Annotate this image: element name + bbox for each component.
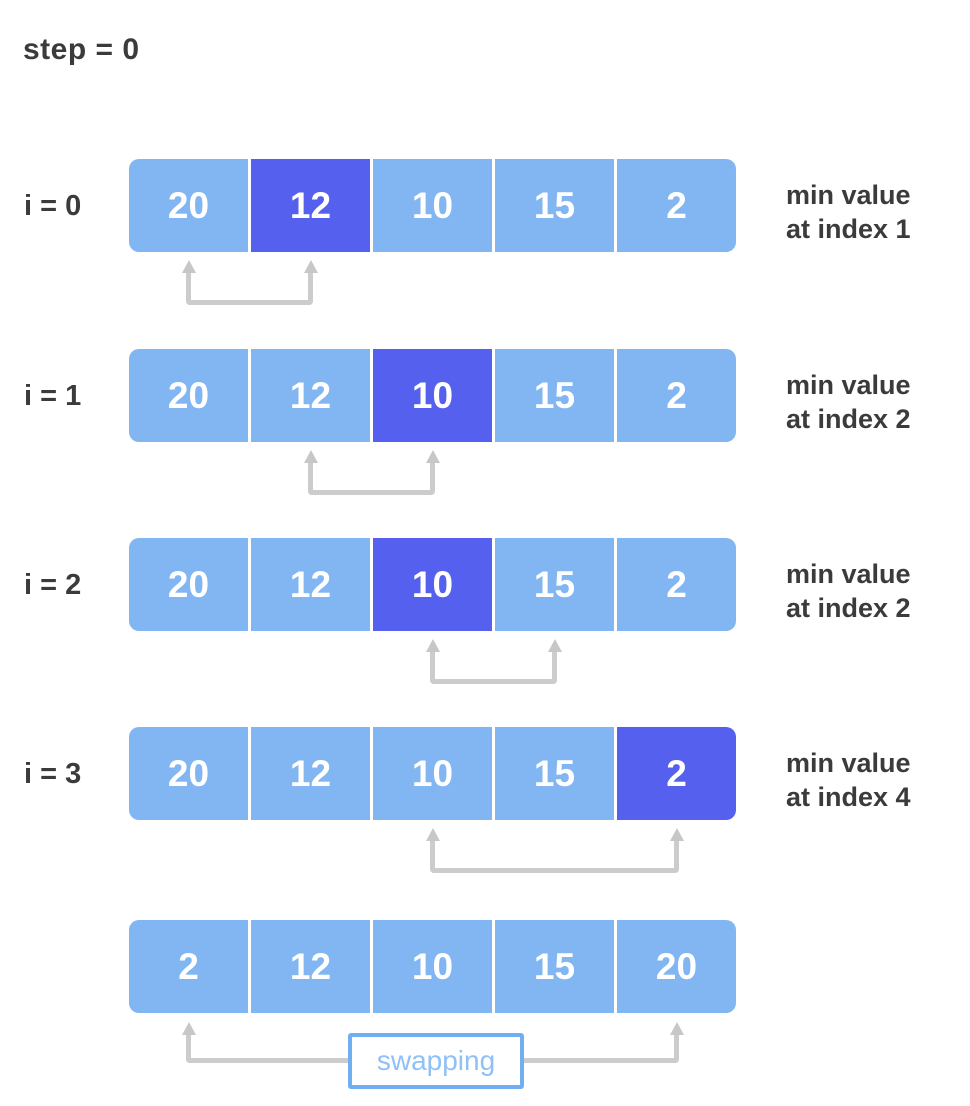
- array-cell: 20: [129, 159, 248, 252]
- arrow-up-icon: [669, 1022, 684, 1035]
- array-row-i0: 20 12 10 15 2: [129, 159, 736, 252]
- note-line: at index 2: [786, 593, 911, 623]
- array-cell: 15: [495, 159, 614, 252]
- note-line: min value: [786, 748, 911, 778]
- array-cell: 2: [617, 727, 736, 820]
- compare-arrow: [303, 450, 440, 495]
- array-cell: 12: [251, 727, 370, 820]
- min-value-note-i1: min value at index 2: [786, 368, 911, 436]
- swapping-label-box: swapping: [348, 1033, 524, 1089]
- row-label-i3: i = 3: [24, 758, 82, 790]
- note-line: at index 2: [786, 404, 911, 434]
- array-cell: 12: [251, 920, 370, 1013]
- arrow-up-icon: [303, 260, 318, 273]
- array-cell: 12: [251, 159, 370, 252]
- arrow-up-icon: [303, 450, 318, 463]
- array-row-i1: 20 12 10 15 2: [129, 349, 736, 442]
- array-cell: 15: [495, 920, 614, 1013]
- array-row-i2: 20 12 10 15 2: [129, 538, 736, 631]
- array-cell: 2: [129, 920, 248, 1013]
- row-label-i2: i = 2: [24, 569, 82, 601]
- arrow-up-icon: [181, 1022, 196, 1035]
- note-line: at index 1: [786, 214, 911, 244]
- array-cell: 20: [129, 538, 248, 631]
- min-value-note-i2: min value at index 2: [786, 557, 911, 625]
- arrow-up-icon: [425, 828, 440, 841]
- array-cell: 20: [617, 920, 736, 1013]
- array-cell: 2: [617, 159, 736, 252]
- array-cell: 15: [495, 538, 614, 631]
- note-line: min value: [786, 180, 911, 210]
- row-label-i0: i = 0: [24, 190, 82, 222]
- array-cell: 10: [373, 920, 492, 1013]
- row-label-i1: i = 1: [24, 380, 82, 412]
- array-cell: 12: [251, 538, 370, 631]
- array-cell: 12: [251, 349, 370, 442]
- array-cell: 20: [129, 349, 248, 442]
- array-cell: 15: [495, 727, 614, 820]
- compare-arrow: [425, 639, 562, 684]
- compare-arrow: [425, 828, 684, 873]
- array-row-final: 2 12 10 15 20: [129, 920, 736, 1013]
- arrow-up-icon: [425, 450, 440, 463]
- arrow-up-icon: [425, 639, 440, 652]
- array-cell: 2: [617, 538, 736, 631]
- swapping-label: swapping: [376, 1045, 496, 1076]
- array-cell: 10: [373, 349, 492, 442]
- step-title: step = 0: [23, 33, 140, 66]
- note-line: at index 4: [786, 782, 911, 812]
- array-cell: 2: [617, 349, 736, 442]
- min-value-note-i0: min value at index 1: [786, 178, 911, 246]
- array-cell: 20: [129, 727, 248, 820]
- array-cell: 10: [373, 159, 492, 252]
- array-cell: 10: [373, 538, 492, 631]
- min-value-note-i3: min value at index 4: [786, 746, 911, 814]
- array-cell: 15: [495, 349, 614, 442]
- arrow-up-icon: [547, 639, 562, 652]
- arrow-up-icon: [669, 828, 684, 841]
- note-line: min value: [786, 559, 911, 589]
- note-line: min value: [786, 370, 911, 400]
- array-row-i3: 20 12 10 15 2: [129, 727, 736, 820]
- compare-arrow: [181, 260, 318, 305]
- arrow-up-icon: [181, 260, 196, 273]
- array-cell: 10: [373, 727, 492, 820]
